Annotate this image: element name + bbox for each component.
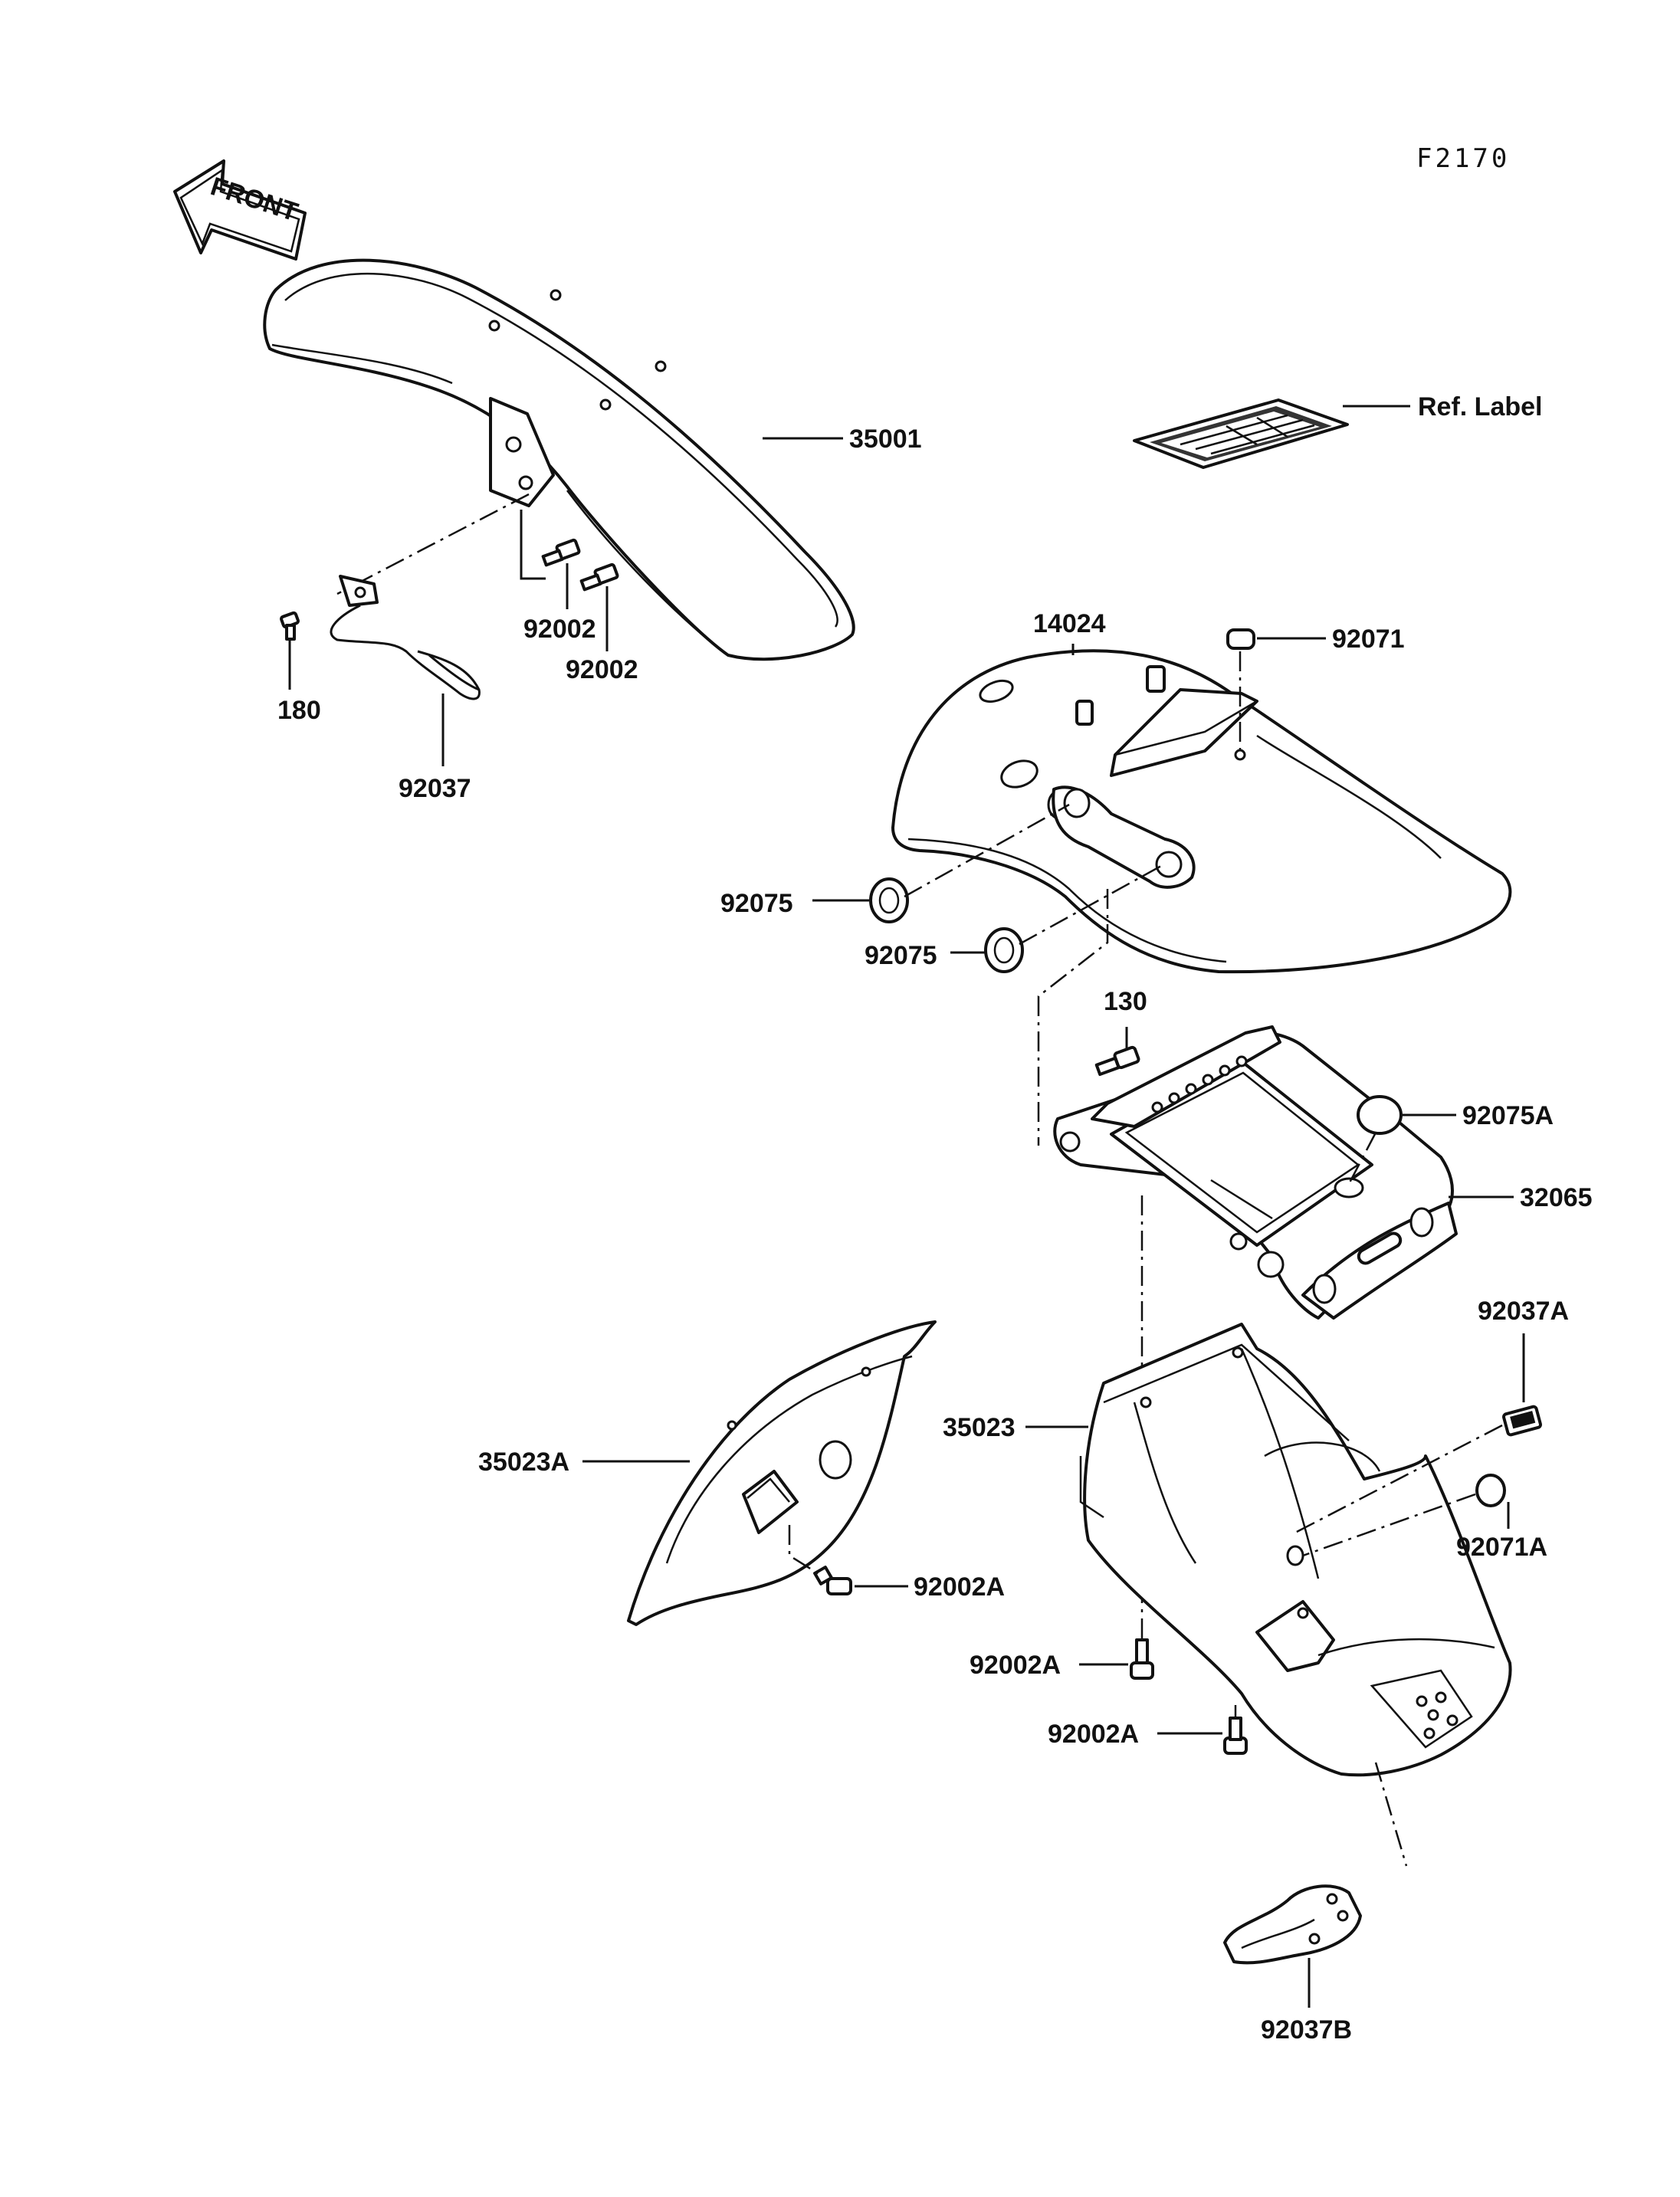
guide-92037B [1374,1762,1408,1867]
label-92075-b: 92075 [865,941,937,970]
guide-35001-92037 [336,493,530,595]
label-92002-a: 92002 [523,615,596,644]
bolt-icon [541,538,581,567]
label-180: 180 [277,696,321,725]
label-92002A-c: 92002A [1048,1720,1139,1749]
bolt-icon [1094,1045,1140,1077]
label-ref-label: Ref. Label [1418,392,1542,421]
guide-92071A [1302,1493,1476,1557]
guide-92075-a [904,803,1070,898]
cap-icon [1357,1095,1403,1135]
bolt-icon [813,1566,852,1595]
label-92002A-a: 92002A [914,1572,1005,1602]
grommet-icon [869,877,909,923]
label-92002-b: 92002 [566,655,638,684]
front-arrow-icon: FRONT [173,159,307,261]
rear-fender-front [891,649,1512,974]
leader-bolt-guide [520,510,546,580]
grommet-icon [984,927,1024,973]
label-92037B: 92037B [1261,2015,1352,2045]
label-92071A: 92071A [1456,1533,1547,1562]
label-92075-a: 92075 [720,889,793,918]
label-32065: 32065 [1520,1183,1593,1212]
label-92075A: 92075A [1462,1101,1554,1130]
label-35023A: 35023A [478,1448,569,1477]
bolt-icon [579,562,619,592]
ref-label-plate [1133,398,1349,469]
rear-fender-rear [1079,1323,1512,1777]
label-14024: 14024 [1033,609,1106,638]
guide-92002A-a [788,1525,821,1576]
label-35001: 35001 [849,425,922,454]
cable-clamp-92037 [330,575,481,700]
front-fender [263,258,855,661]
guide-92075A [1347,1132,1377,1185]
label-92002A-b: 92002A [970,1651,1061,1680]
grommet-icon [1475,1474,1506,1507]
license-bracket-92037B [1223,1884,1362,1965]
bolt-icon [1130,1638,1154,1680]
grommet-icon [1226,628,1255,650]
rear-fender-bracket [1053,1025,1458,1320]
label-92071: 92071 [1332,625,1405,654]
screw-icon [280,611,300,641]
label-92037A: 92037A [1478,1297,1569,1326]
diagram-code: F2170 [1416,143,1510,174]
bolt-icon [1223,1717,1248,1755]
guide-92037A [1294,1424,1503,1534]
rear-fender-side-cover [627,1320,937,1626]
guide-92075-b [1019,864,1162,946]
label-130: 130 [1104,987,1147,1016]
guide-14024-bracket [1037,889,1109,1146]
clip-icon [1502,1405,1542,1437]
label-92037: 92037 [399,774,471,803]
label-35023: 35023 [943,1413,1016,1442]
